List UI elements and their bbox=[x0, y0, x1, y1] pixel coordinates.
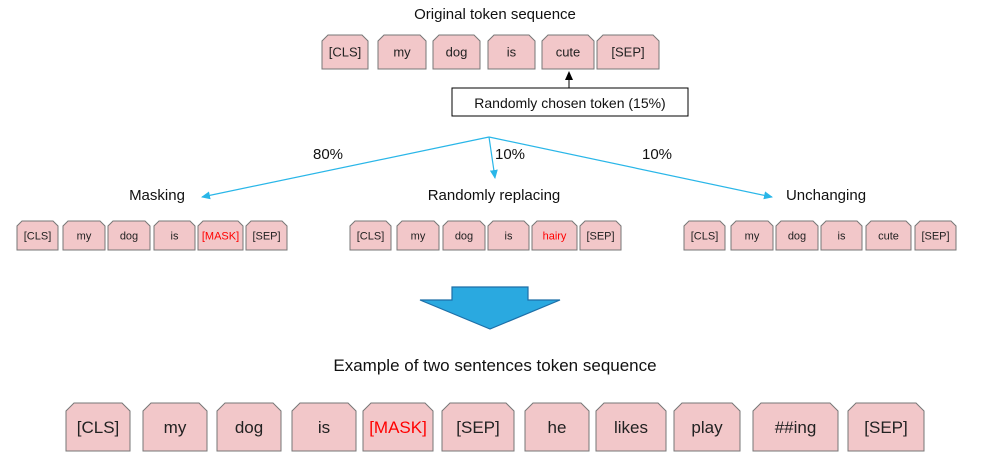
token-box bbox=[914, 220, 957, 251]
token-label: my bbox=[411, 230, 426, 242]
token-label: cute bbox=[878, 230, 899, 242]
token-label: is bbox=[318, 418, 330, 437]
token-box bbox=[775, 220, 819, 251]
token-box bbox=[396, 220, 440, 251]
title-original-sequence: Original token sequence bbox=[414, 6, 576, 23]
down-arrow-icon bbox=[419, 286, 561, 330]
token-box bbox=[442, 220, 486, 251]
token-label: likes bbox=[614, 418, 648, 437]
token-box bbox=[579, 220, 622, 251]
unchanging-token-row: [CLS] my dog is cute [SEP] bbox=[683, 220, 957, 251]
title-example-sequence: Example of two sentences token sequence bbox=[333, 356, 656, 375]
token-label: [SEP] bbox=[252, 230, 280, 242]
token-label: dog bbox=[788, 230, 806, 242]
token-box bbox=[820, 220, 863, 251]
token-box bbox=[865, 220, 912, 251]
token-label: cute bbox=[556, 45, 581, 60]
token-label: [SEP] bbox=[586, 230, 614, 242]
branch-label-unchanging: Unchanging bbox=[786, 187, 866, 204]
token-label: is bbox=[171, 230, 179, 242]
token-box bbox=[216, 402, 282, 452]
token-label: play bbox=[691, 418, 723, 437]
replacing-token-row: [CLS] my dog is hairy [SEP] bbox=[349, 220, 622, 251]
token-box bbox=[432, 34, 481, 70]
token-label: is bbox=[507, 45, 517, 60]
token-box bbox=[245, 220, 288, 251]
token-label: my bbox=[393, 45, 411, 60]
token-box bbox=[291, 402, 357, 452]
branch-percent-replacing: 10% bbox=[495, 146, 525, 163]
masking-token-row: [CLS] my dog is [MASK] [SEP] bbox=[16, 220, 288, 251]
token-box bbox=[487, 220, 530, 251]
token-box bbox=[377, 34, 427, 70]
token-box bbox=[531, 220, 578, 251]
token-box bbox=[321, 34, 369, 70]
token-label: [CLS] bbox=[77, 418, 120, 437]
token-label: my bbox=[77, 230, 92, 242]
branch-percent-masking: 80% bbox=[313, 146, 343, 163]
branch-arrow-replacing bbox=[488, 136, 498, 179]
token-box bbox=[673, 402, 741, 452]
token-box bbox=[107, 220, 151, 251]
token-box bbox=[349, 220, 392, 251]
token-label: dog bbox=[235, 418, 263, 437]
token-box bbox=[142, 402, 208, 452]
token-box bbox=[524, 402, 590, 452]
token-label: [MASK] bbox=[202, 230, 239, 242]
token-label: [SEP] bbox=[611, 45, 644, 60]
token-box bbox=[197, 220, 244, 251]
original-token-row: [CLS] my dog is cute [SEP] bbox=[321, 34, 660, 70]
token-label: hairy bbox=[543, 230, 567, 242]
token-label: [CLS] bbox=[329, 45, 362, 60]
token-label: dog bbox=[120, 230, 138, 242]
token-label: my bbox=[745, 230, 760, 242]
token-label: is bbox=[505, 230, 513, 242]
token-label: ##ing bbox=[775, 418, 817, 437]
token-box bbox=[541, 34, 595, 70]
branch-arrow-masking bbox=[201, 136, 490, 200]
branch-percent-unchanging: 10% bbox=[642, 146, 672, 163]
token-box bbox=[65, 402, 131, 452]
token-box bbox=[752, 402, 839, 452]
chosen-token-label: Randomly chosen token (15%) bbox=[474, 95, 665, 111]
token-label: [SEP] bbox=[921, 230, 949, 242]
token-label: [CLS] bbox=[357, 230, 385, 242]
branch-label-replacing: Randomly replacing bbox=[428, 187, 561, 204]
token-box bbox=[487, 34, 536, 70]
token-box bbox=[683, 220, 726, 251]
branch-arrow-unchanging bbox=[488, 136, 773, 200]
token-label: is bbox=[838, 230, 846, 242]
token-label: [SEP] bbox=[456, 418, 499, 437]
token-box bbox=[362, 402, 434, 452]
token-label: my bbox=[164, 418, 187, 437]
branch-label-masking: Masking bbox=[129, 187, 185, 204]
example-token-row: [CLS] my dog is [MASK] [SEP] he likes play ##ing [… bbox=[65, 402, 925, 452]
token-label: dog bbox=[455, 230, 473, 242]
token-label: he bbox=[548, 418, 567, 437]
token-label: [CLS] bbox=[24, 230, 52, 242]
token-box bbox=[153, 220, 196, 251]
token-label: dog bbox=[446, 45, 468, 60]
token-box bbox=[16, 220, 59, 251]
chosen-token-box bbox=[451, 87, 689, 117]
token-box bbox=[847, 402, 925, 452]
token-box bbox=[62, 220, 106, 251]
token-box bbox=[730, 220, 774, 251]
token-label: [MASK] bbox=[369, 418, 427, 437]
token-label: [CLS] bbox=[691, 230, 719, 242]
token-box bbox=[441, 402, 515, 452]
token-box bbox=[596, 34, 660, 70]
token-label: [SEP] bbox=[864, 418, 907, 437]
token-box bbox=[595, 402, 667, 452]
